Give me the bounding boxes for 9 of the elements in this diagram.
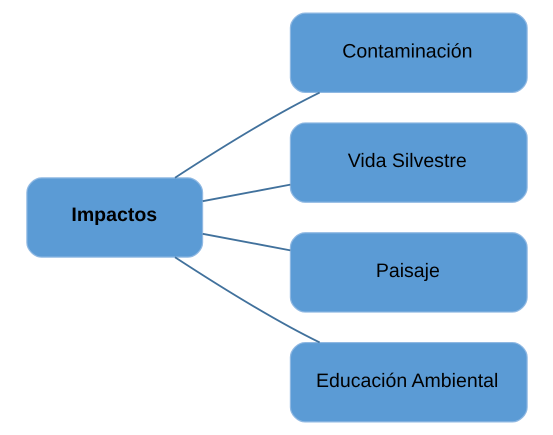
connector — [202, 184, 290, 202]
node-box: Contaminación — [289, 12, 528, 94]
node-box: Educación Ambiental — [289, 342, 528, 422]
connector — [174, 256, 320, 344]
node-box: Paisaje — [289, 232, 528, 313]
connector — [174, 92, 320, 179]
node-box: Impactos — [26, 177, 203, 258]
connector — [202, 232, 290, 252]
node-box: Vida Silvestre — [289, 122, 528, 203]
